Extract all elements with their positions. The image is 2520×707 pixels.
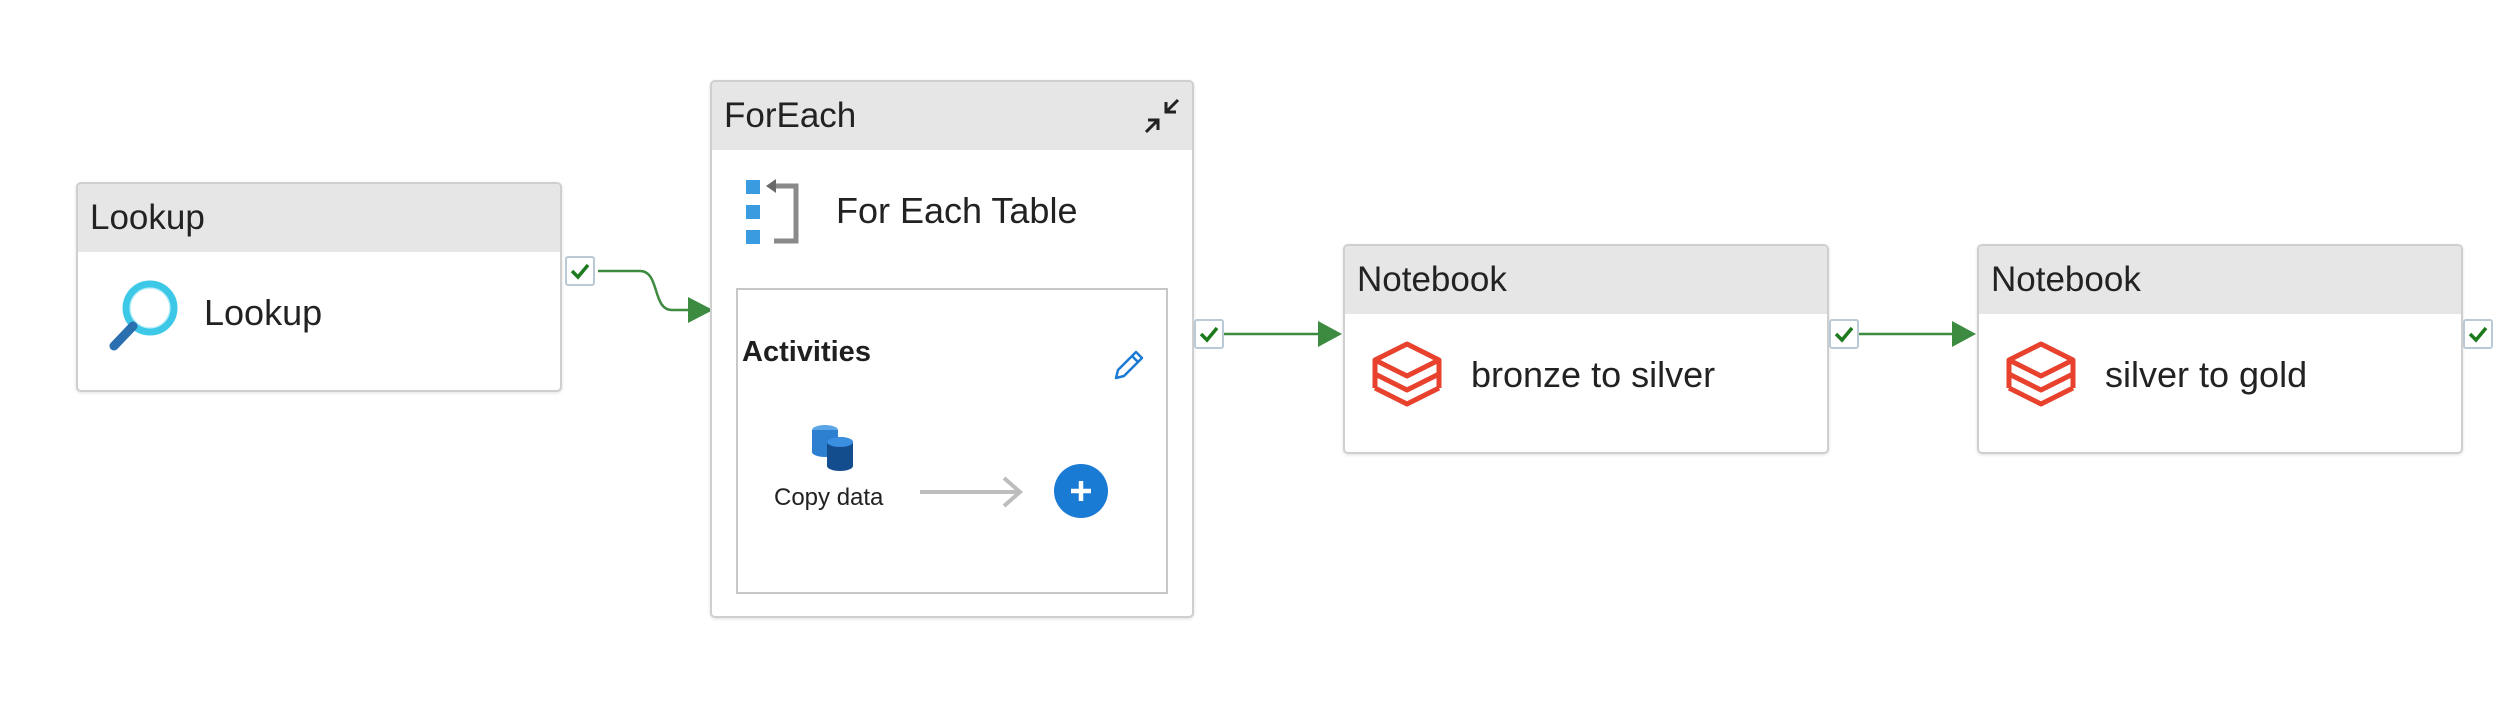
check-icon bbox=[2468, 326, 2488, 343]
notebook-activity-bronze-to-silver[interactable]: Notebook bronze to silver bbox=[1343, 244, 1829, 454]
foreach-activity[interactable]: ForEach For Each Tabl bbox=[710, 80, 1194, 618]
activity-name: Lookup bbox=[204, 292, 323, 333]
collapse-icon bbox=[1144, 98, 1180, 134]
success-port-notebook1[interactable] bbox=[1829, 319, 1859, 349]
check-icon bbox=[1834, 326, 1854, 343]
notebook-header: Notebook bbox=[1979, 246, 2461, 314]
success-port-foreach[interactable] bbox=[1194, 319, 1224, 349]
activity-type-label: Lookup bbox=[90, 198, 205, 237]
lookup-header: Lookup bbox=[78, 184, 560, 252]
foreach-icon bbox=[746, 178, 802, 253]
connector-arrowhead bbox=[1318, 321, 1342, 347]
copy-data-icon[interactable] bbox=[808, 422, 858, 479]
copy-data-label: Copy data bbox=[774, 484, 884, 511]
success-port-notebook2[interactable] bbox=[2463, 319, 2493, 349]
connector-lookup-to-foreach[interactable] bbox=[598, 269, 690, 312]
lookup-activity[interactable]: Lookup Lookup bbox=[76, 182, 562, 392]
collapse-button[interactable] bbox=[1138, 92, 1186, 140]
inner-arrow bbox=[920, 476, 1024, 508]
add-activity-button[interactable] bbox=[1054, 464, 1108, 518]
activities-container[interactable]: Activities bbox=[736, 288, 1168, 594]
success-port-lookup[interactable] bbox=[565, 256, 595, 286]
connector-arrowhead bbox=[1952, 321, 1976, 347]
edit-activities-button[interactable] bbox=[1110, 346, 1148, 389]
databricks-icon bbox=[1369, 340, 1445, 421]
activities-title: Activities bbox=[742, 336, 871, 368]
check-icon bbox=[1199, 326, 1219, 343]
activity-type-label: Notebook bbox=[1991, 260, 2141, 299]
pencil-icon bbox=[1114, 350, 1144, 380]
activity-name: For Each Table bbox=[836, 190, 1078, 231]
activity-name: silver to gold bbox=[2105, 354, 2308, 395]
activity-name: bronze to silver bbox=[1471, 354, 1716, 395]
check-icon bbox=[570, 263, 590, 280]
notebook-header: Notebook bbox=[1345, 246, 1827, 314]
magnifier-icon bbox=[106, 278, 180, 359]
notebook-activity-silver-to-gold[interactable]: Notebook silver to gold bbox=[1977, 244, 2463, 454]
foreach-header: ForEach bbox=[712, 82, 1192, 150]
databricks-icon bbox=[2003, 340, 2079, 421]
plus-icon bbox=[1071, 481, 1091, 501]
activity-type-label: Notebook bbox=[1357, 260, 1507, 299]
activity-type-label: ForEach bbox=[724, 96, 857, 135]
